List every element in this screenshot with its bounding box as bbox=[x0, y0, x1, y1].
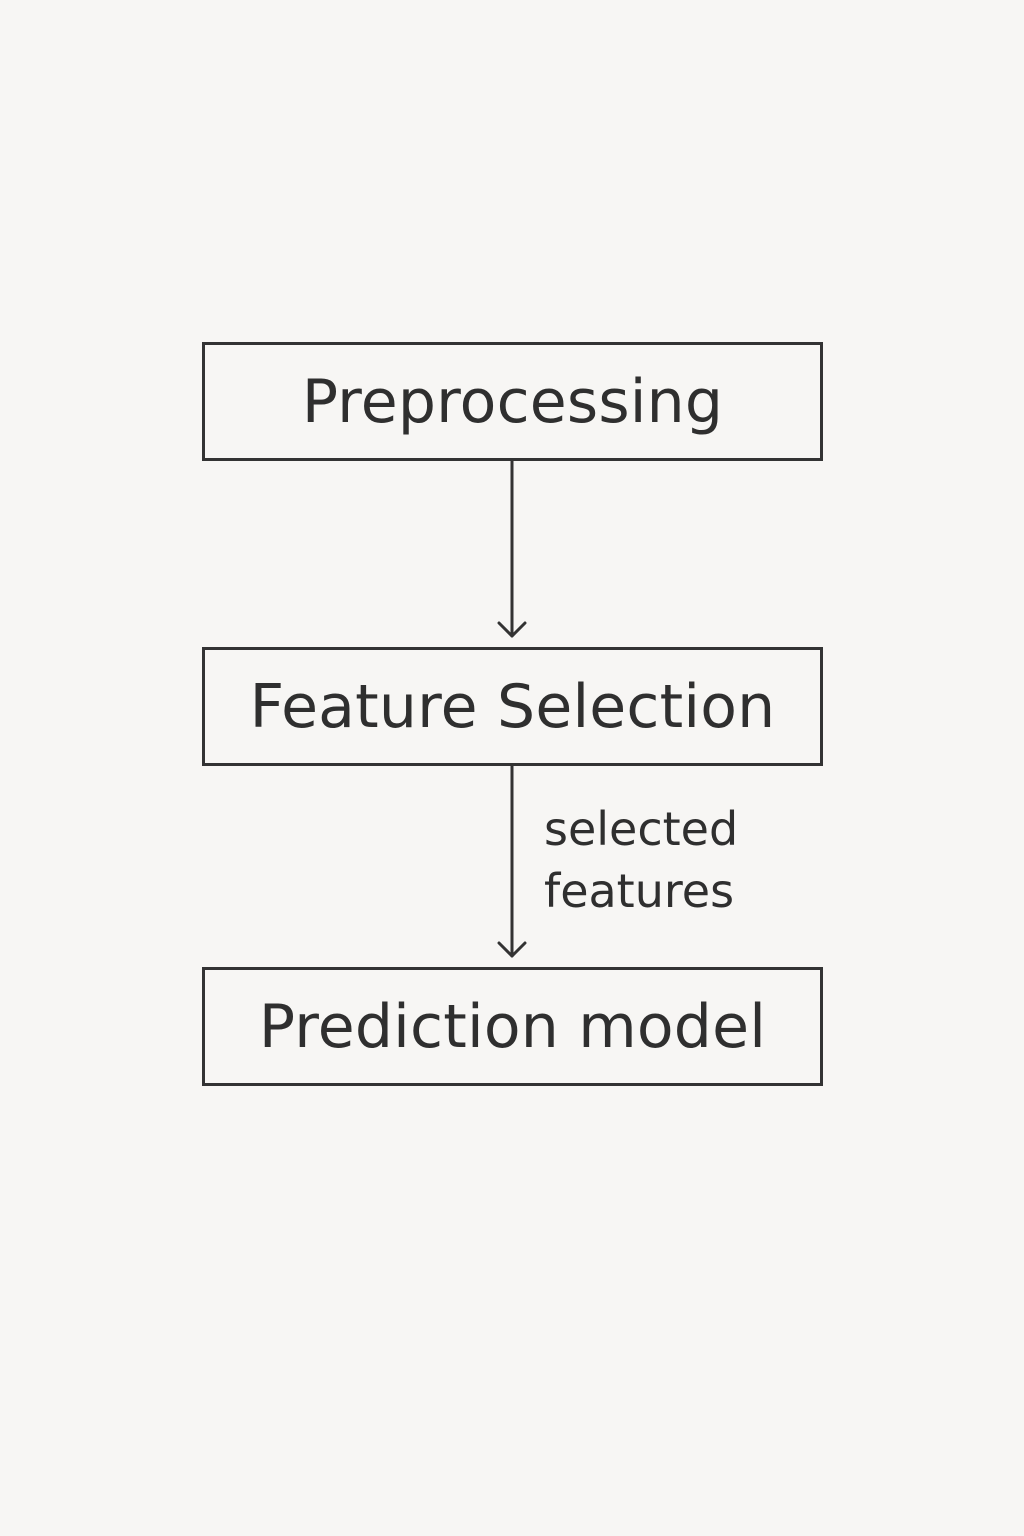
edge-label-line-2: features bbox=[544, 864, 735, 918]
preprocessing-to-feature-selection-arrow bbox=[497, 459, 527, 638]
prediction-model-node: Prediction model bbox=[202, 967, 823, 1086]
selected-features-edge-label: selected features bbox=[544, 798, 784, 922]
feature-selection-node: Feature Selection bbox=[202, 647, 823, 766]
edge-label-line-1: selected bbox=[544, 802, 739, 856]
prediction-model-label: Prediction model bbox=[258, 991, 767, 1062]
preprocessing-label: Preprocessing bbox=[301, 366, 724, 437]
preprocessing-node: Preprocessing bbox=[202, 342, 823, 461]
feature-selection-label: Feature Selection bbox=[249, 671, 776, 742]
feature-selection-to-prediction-model-arrow bbox=[497, 764, 527, 958]
